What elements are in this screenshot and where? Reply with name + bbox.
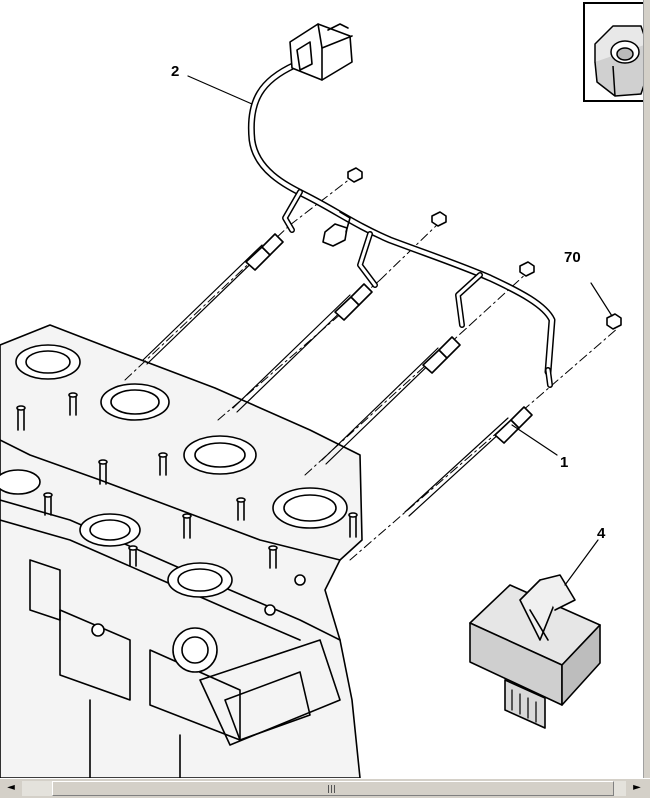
exploded-parts-diagram xyxy=(0,23,622,778)
horizontal-scrollbar[interactable]: ◄ ► xyxy=(0,778,650,798)
callout-wiring-harness: 2 xyxy=(171,63,180,80)
scroll-right-button[interactable]: ► xyxy=(633,782,641,793)
harness-nuts xyxy=(347,167,622,330)
scroll-left-button[interactable]: ◄ xyxy=(7,782,15,793)
wiring-harness xyxy=(187,23,556,388)
nut-detail-drawing xyxy=(594,25,645,97)
vertical-scroll-edge[interactable] xyxy=(643,0,650,778)
inset-detail-frame xyxy=(583,2,645,102)
callout-control-unit: 4 xyxy=(597,525,606,542)
diagram-viewer: 2 70 1 4 xyxy=(0,0,650,778)
glow-plugs xyxy=(124,174,619,561)
glow-control-unit xyxy=(469,539,601,729)
cylinder-head xyxy=(0,324,363,778)
scroll-track[interactable] xyxy=(22,781,626,796)
scroll-thumb-grip xyxy=(325,785,339,793)
callout-glow-plug: 1 xyxy=(560,454,569,471)
callout-nut: 70 xyxy=(564,249,581,266)
scroll-thumb[interactable] xyxy=(52,781,614,796)
